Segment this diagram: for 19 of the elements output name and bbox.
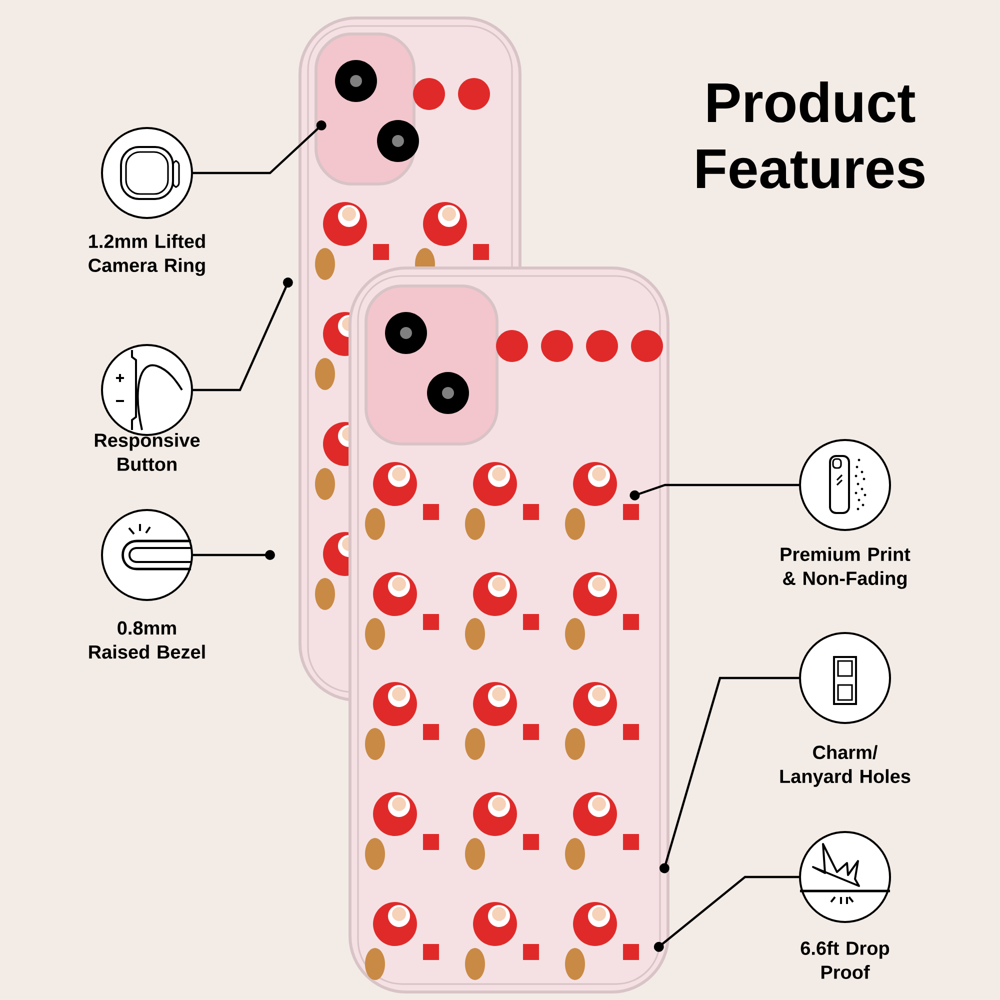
leader-line	[193, 278, 293, 392]
feature-label: 1.2mm Lifted Camera Ring	[88, 234, 205, 276]
leader-line	[654, 876, 799, 952]
feature-label: Charm/ Lanyard Holes	[780, 745, 910, 787]
feature-label: 0.8mm Raised Bezel	[89, 621, 205, 659]
title: Product Features	[697, 81, 924, 189]
leader-line	[630, 484, 799, 500]
feature-circle	[799, 831, 892, 979]
feature-circle	[780, 439, 910, 589]
feature-circle	[88, 127, 205, 276]
feature-label: 6.6ft Drop Proof	[800, 941, 890, 979]
leader-line	[193, 120, 326, 174]
feature-label: Responsive Button	[94, 433, 200, 471]
feature-circle	[89, 509, 205, 659]
leader-line	[193, 550, 275, 560]
feature-label: Premium Print & Non-Fading	[780, 547, 910, 589]
feature-circle	[780, 632, 910, 787]
leader-line	[659, 676, 799, 874]
feature-circle	[94, 344, 200, 471]
